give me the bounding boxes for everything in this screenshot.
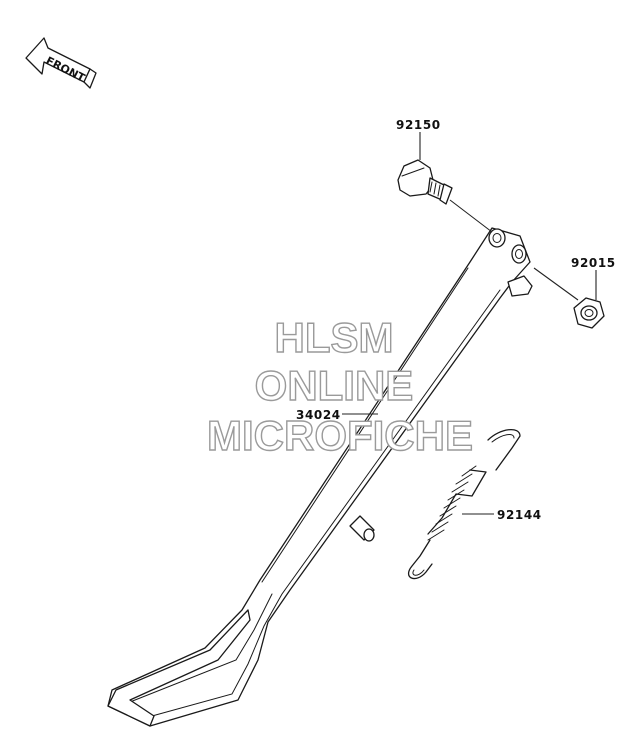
spring-drawing (407, 429, 521, 580)
watermark: HLSM ONLINE MICROFICHE (206, 313, 473, 459)
part-number-92015[interactable]: 92015 (571, 256, 616, 270)
leader-92015-nut-axis (533, 267, 579, 301)
leader-lines (342, 132, 597, 515)
watermark-line-3: MICROFICHE (207, 412, 473, 459)
front-arrow: FRONT (25, 37, 97, 89)
watermark-line-1: HLSM (275, 314, 394, 361)
side-stand-drawing (107, 227, 533, 727)
bolt-drawing (397, 159, 453, 205)
leader-92150-bolt-axis (449, 199, 493, 233)
part-number-92144[interactable]: 92144 (497, 508, 542, 522)
watermark-line-2: ONLINE (255, 362, 414, 409)
part-labels: 92150 92015 34024 92144 (296, 118, 616, 522)
part-number-92150[interactable]: 92150 (396, 118, 441, 132)
part-number-34024[interactable]: 34024 (296, 408, 341, 422)
nut-drawing (573, 297, 605, 329)
